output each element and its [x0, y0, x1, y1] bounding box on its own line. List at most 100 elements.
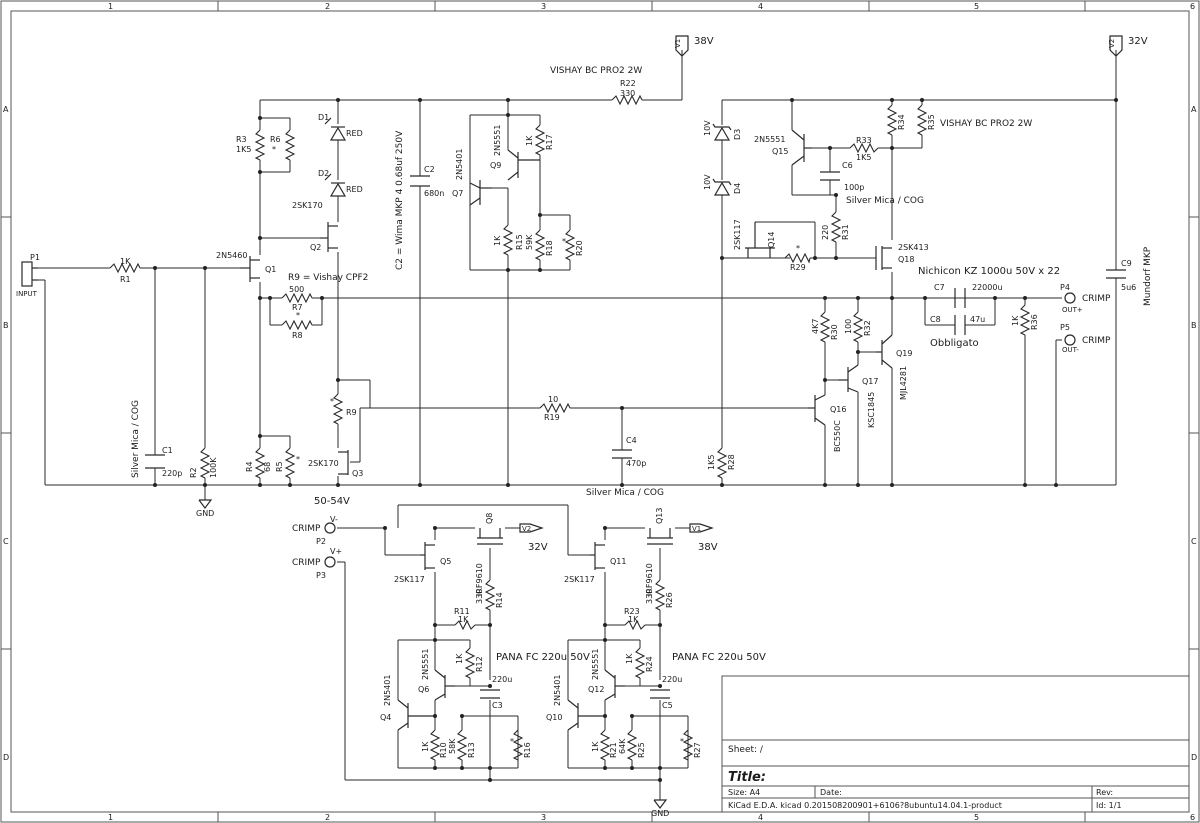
- p5-crimp: CRIMP: [1082, 336, 1111, 346]
- output-terminal-p4[interactable]: [1064, 292, 1076, 304]
- transistor-q4: [397, 699, 435, 731]
- r16-star: *: [510, 737, 514, 746]
- capacitor-c7: [954, 288, 966, 308]
- r36-ref: R36: [1030, 314, 1039, 330]
- r5-ref: R5: [275, 461, 284, 472]
- resistor-r3: [254, 129, 266, 161]
- transistor-q12: [604, 669, 625, 701]
- transistor-q10: [567, 699, 605, 731]
- c6-ref: C6: [842, 161, 853, 170]
- r32-ref: R32: [863, 320, 872, 336]
- input-connector-body: [21, 261, 33, 287]
- r31-value: 220: [821, 225, 830, 240]
- power-flag-v1-lower: [689, 523, 714, 533]
- resistor-r33: [849, 142, 879, 154]
- q2-type: 2SK170: [292, 201, 323, 210]
- resistor-r21: [599, 729, 611, 761]
- transistor-q3: [338, 450, 349, 475]
- r15-ref: R15: [515, 234, 524, 250]
- labels: P1 INPUT R1 1K C1 220p R2 100K GND Q1 2N…: [16, 79, 1136, 818]
- q17-type: KSC1845: [867, 392, 876, 428]
- transistor-q17: [838, 364, 859, 393]
- p2-crimp: CRIMP: [292, 524, 321, 534]
- sheet-id: Id: 1/1: [1096, 801, 1122, 810]
- q12-ref: Q12: [588, 685, 604, 694]
- r20-star: *: [562, 237, 566, 246]
- capacitors: [145, 171, 1126, 699]
- resistor-r6: [284, 129, 296, 161]
- q4-ref: Q4: [380, 713, 391, 722]
- q18-type: 2SK413: [898, 243, 929, 252]
- p2-ref: P2: [316, 537, 326, 546]
- q13-ref: Q13: [655, 508, 664, 524]
- capacitor-c2: [410, 175, 430, 187]
- transistor-q14: [745, 222, 775, 258]
- col-label: 3: [541, 2, 546, 11]
- r1-ref: R1: [120, 275, 131, 284]
- p3-ref: P3: [316, 571, 326, 580]
- d4-ref: D4: [733, 183, 742, 194]
- q6-ref: Q6: [418, 685, 429, 694]
- supply-terminal-p3[interactable]: [324, 556, 336, 568]
- c4-ref: C4: [626, 436, 637, 445]
- note-mundorf: Mundorf MKP: [1143, 246, 1153, 306]
- p4-crimp: CRIMP: [1082, 294, 1111, 304]
- capacitor-c9: [1106, 269, 1126, 279]
- r33-value: 1K5: [856, 153, 871, 162]
- d2-ref: D2: [318, 169, 329, 178]
- junctions: [153, 98, 1118, 782]
- output-terminal-p5[interactable]: [1064, 334, 1076, 346]
- q14-ref: Q14: [767, 232, 776, 248]
- row-label: C: [1191, 537, 1197, 546]
- r13-ref: R13: [467, 742, 476, 758]
- row-label: C: [3, 537, 9, 546]
- c5-ref: C5: [662, 701, 673, 710]
- r22-ref: R22: [620, 79, 636, 88]
- power-flag-v2-lower: [519, 523, 544, 533]
- wiring: [38, 50, 1117, 800]
- c2-ref: C2: [424, 165, 435, 174]
- r6-ref: R6: [270, 135, 281, 144]
- c5-value: 220u: [662, 675, 682, 684]
- q16-type: BC550C: [833, 420, 842, 452]
- q5-ref: Q5: [440, 557, 451, 566]
- r17-value: 1K: [525, 135, 534, 146]
- resistor-r32: [852, 311, 864, 343]
- resistor-r36: [1019, 304, 1031, 336]
- note-nichicon: Nichicon KZ 1000u 50V x 22: [918, 266, 1060, 277]
- gnd-label: GND: [196, 509, 214, 518]
- r32-value: 100: [844, 319, 853, 334]
- capacitor-c5: [650, 689, 670, 699]
- resistor-r16: [512, 729, 524, 761]
- r25-ref: R25: [637, 742, 646, 758]
- sheet-title: Title:: [728, 770, 766, 785]
- capacitor-c1: [145, 454, 165, 469]
- sheet-name: Sheet: /: [728, 745, 764, 755]
- r4-ref: R4: [245, 461, 254, 472]
- v1-voltage: 38V: [694, 36, 714, 47]
- q16-ref: Q16: [830, 405, 846, 414]
- v2-voltage: 32V: [1128, 36, 1148, 47]
- q15-type: 2N5551: [754, 135, 785, 144]
- resistor-r10: [429, 729, 441, 761]
- q19-type: MJL4281: [899, 366, 908, 400]
- sheet-size: Size: A4: [728, 788, 760, 797]
- r34-ref: R34: [897, 114, 906, 130]
- r24-ref: R24: [645, 656, 654, 672]
- transistor-q8: [477, 528, 503, 545]
- resistor-r31: [830, 211, 842, 243]
- row-label: B: [1191, 321, 1197, 330]
- r19-value: 10: [548, 395, 558, 404]
- supply-terminal-p2[interactable]: [324, 522, 336, 534]
- resistor-r1: [109, 262, 141, 274]
- resistor-r22: [611, 94, 643, 106]
- r16-ref: R16: [523, 742, 532, 758]
- r30-value: 4K7: [811, 319, 820, 334]
- r18-ref: R18: [545, 240, 554, 256]
- diodes: [324, 117, 732, 197]
- r6-star: *: [272, 145, 276, 154]
- transistor-q2: [320, 222, 338, 252]
- col-label: 1: [108, 2, 113, 11]
